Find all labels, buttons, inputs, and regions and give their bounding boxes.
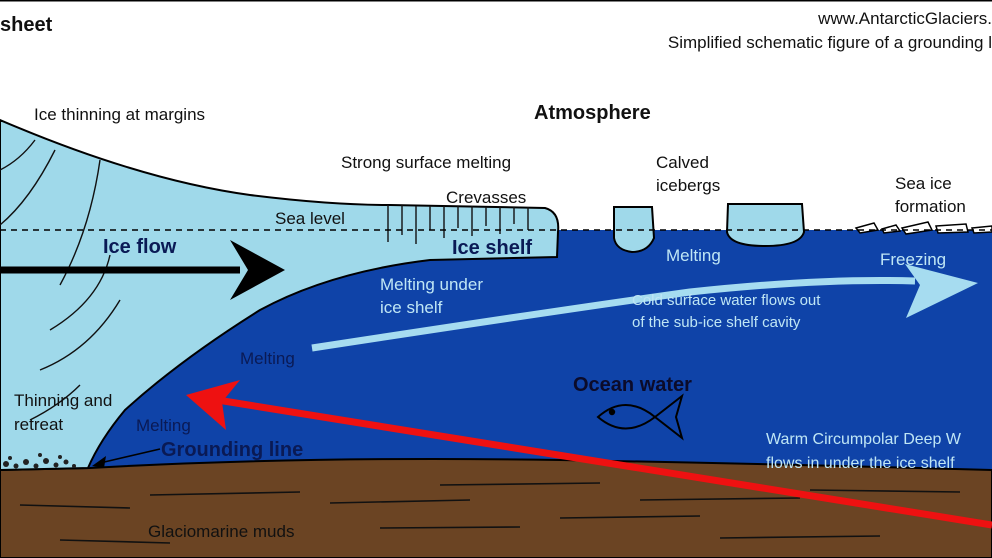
- cold-water-label-2: of the sub-ice shelf cavity: [632, 314, 801, 331]
- iceberg-melting-label: Melting: [666, 246, 721, 265]
- cold-water-arrow: [311, 276, 916, 352]
- ice-flow-arrowhead: [230, 240, 285, 300]
- warm-water-arrowhead: [186, 380, 240, 430]
- crevasses: [387, 205, 529, 244]
- warm-water-label-2: flows in under the ice shelf: [766, 455, 955, 472]
- surface-melting-label: Strong surface melting: [341, 153, 512, 172]
- icebergs-label: icebergs: [656, 176, 721, 195]
- melting-mid-label: Melting: [240, 349, 295, 368]
- grounding-line-label: Grounding line: [161, 439, 304, 461]
- ice-flow-label: Ice flow: [103, 236, 177, 258]
- melting-low-label: Melting: [136, 416, 191, 435]
- warm-water-arrow: [204, 394, 992, 529]
- warm-water-label: Warm Circumpolar Deep W: [766, 431, 961, 448]
- ice-sheet: [0, 118, 560, 472]
- sea-level-label: Sea level: [275, 209, 345, 228]
- ocean-water-label: Ocean water: [573, 374, 692, 396]
- grounding-line-pointer: [99, 448, 161, 464]
- freezing-label: Freezing: [880, 250, 947, 269]
- melting-under-label: Melting under: [380, 275, 484, 294]
- retreat-label: retreat: [14, 415, 64, 434]
- thinning-label: Thinning and: [14, 391, 113, 410]
- ice-thinning-label: Ice thinning at margins: [34, 105, 206, 124]
- iceberg-1: [613, 206, 656, 254]
- glaciomarine-muds-label: Glaciomarine muds: [148, 522, 295, 541]
- grounding-pointer-head: [92, 456, 106, 468]
- atmosphere-label: Atmosphere: [534, 102, 651, 124]
- sea-ice-label: Sea ice: [895, 174, 952, 193]
- grounding-sediment-pebbles: [3, 453, 76, 469]
- fish-icon: [596, 393, 684, 441]
- cold-water-label: Cold surface water flows out: [632, 292, 821, 309]
- header-title: sheet: [0, 14, 53, 36]
- ice-shelf-under-label: ice shelf: [380, 298, 443, 317]
- iceberg-2: [725, 203, 806, 248]
- calved-label: Calved: [656, 153, 709, 172]
- formation-label: formation: [895, 197, 966, 216]
- website-url: www.AntarcticGlaciers.: [818, 9, 992, 28]
- ice-shelf-label: Ice shelf: [452, 237, 533, 259]
- sediment-layers: [19, 482, 961, 544]
- crevasses-label: Crevasses: [446, 188, 527, 207]
- cold-water-arrowhead: [905, 264, 978, 318]
- figure-subtitle: Simplified schematic figure of a groundi…: [667, 33, 992, 52]
